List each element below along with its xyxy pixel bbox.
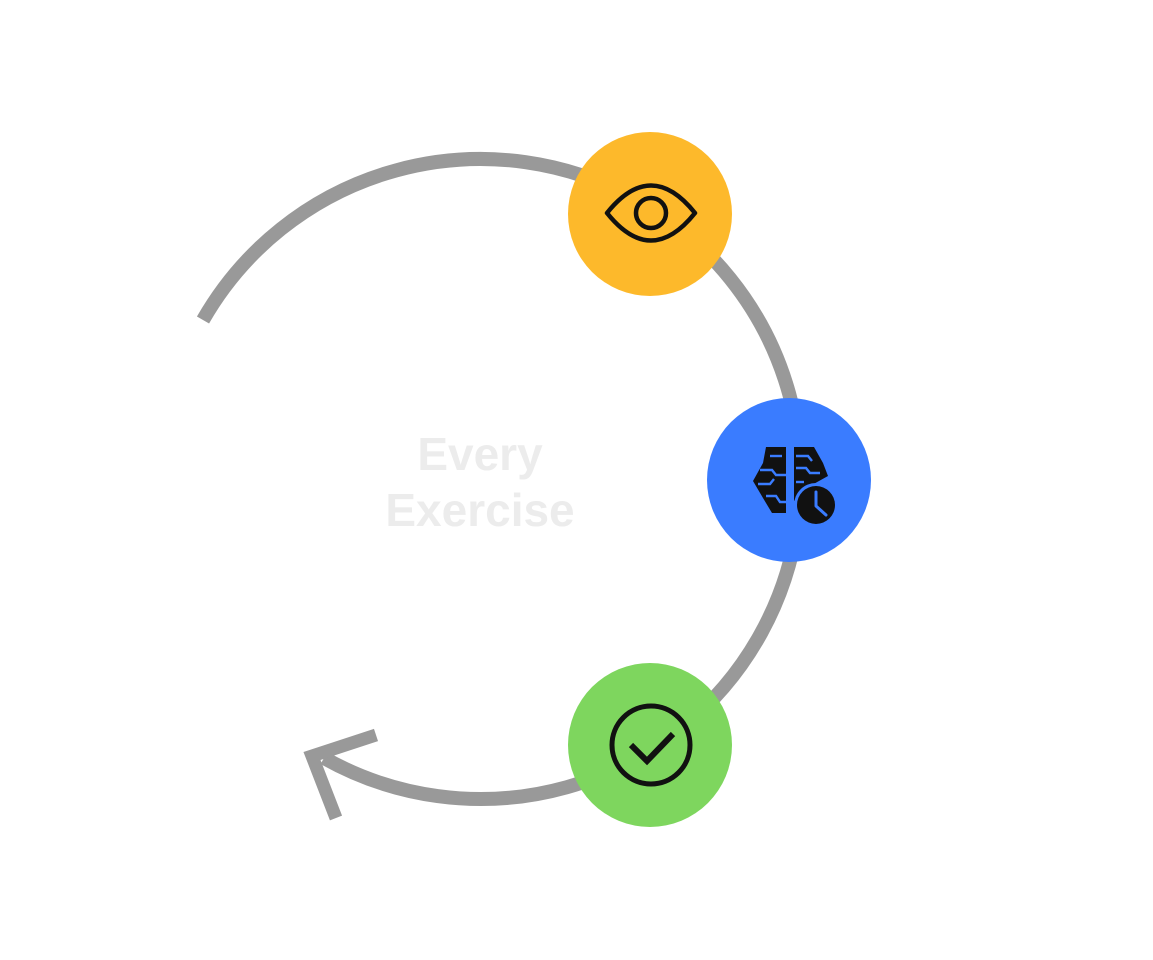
center-label-line-1: Every — [417, 428, 543, 480]
step-observe-circle — [568, 132, 732, 296]
step-observe — [568, 132, 732, 296]
brain-clock-icon — [753, 447, 838, 527]
step-complete — [568, 663, 732, 827]
cycle-arc — [196, 152, 808, 806]
step-think — [707, 398, 871, 562]
step-complete-circle — [568, 663, 732, 827]
eye-icon — [604, 183, 698, 243]
center-label-line-2: Exercise — [385, 484, 574, 536]
cycle-arrow-head — [303, 728, 379, 821]
check-circle-icon — [609, 703, 693, 787]
